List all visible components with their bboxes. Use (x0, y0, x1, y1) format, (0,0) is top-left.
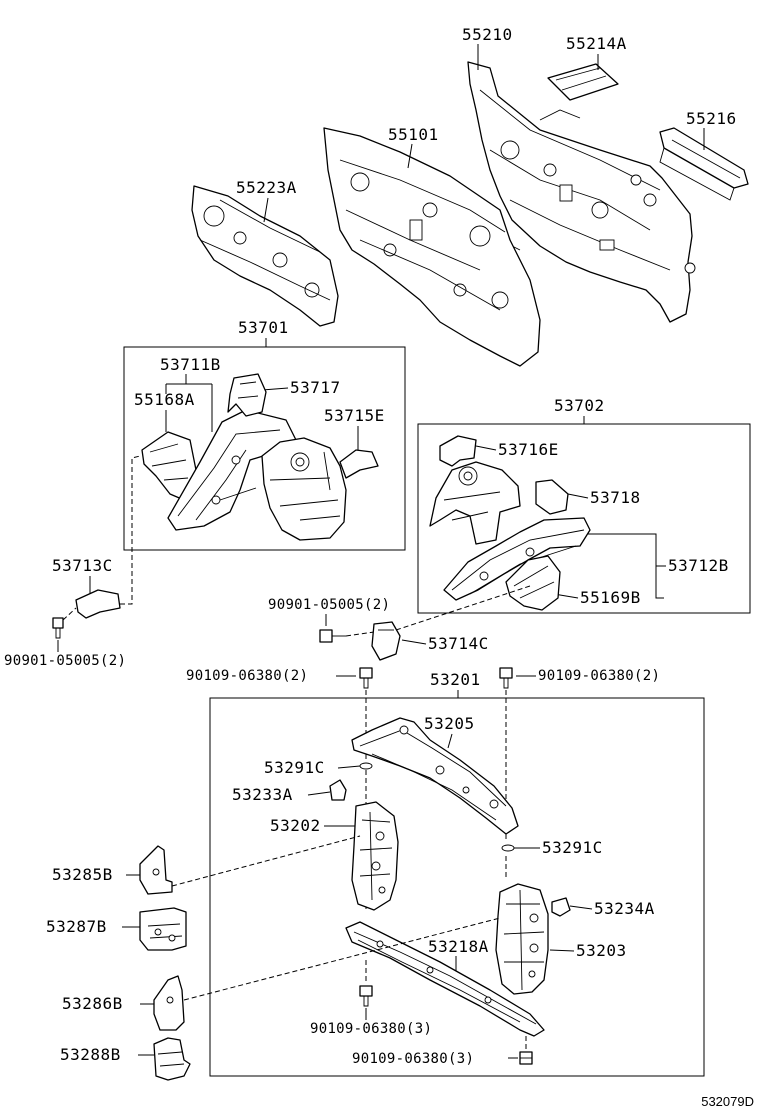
label-53712B: 53712B (668, 556, 729, 575)
apron-reinforcement-55169B[interactable] (505, 555, 561, 611)
label-53291C-a: 53291C (264, 758, 325, 777)
bracket-53713C[interactable] (75, 589, 121, 619)
label-53203: 53203 (576, 941, 627, 960)
side-support-53202[interactable] (351, 801, 399, 911)
label-55223A: 55223A (236, 178, 297, 197)
insulator-pad-55214A[interactable] (547, 63, 619, 101)
bolt-90901-left[interactable] (52, 617, 64, 639)
group-box-53701 (123, 346, 406, 551)
label-53701: 53701 (238, 318, 289, 337)
label-53233A: 53233A (232, 785, 293, 804)
apron-upper-53702[interactable] (429, 461, 521, 545)
label-53286B: 53286B (62, 994, 123, 1013)
diagram-id: 532079D (701, 1094, 754, 1109)
clip-53291C-a[interactable] (359, 762, 373, 770)
label-53717: 53717 (290, 378, 341, 397)
group-box-53201 (209, 697, 705, 1077)
label-53716E: 53716E (498, 440, 559, 459)
bolt-90109-bottom-1[interactable] (359, 985, 373, 1007)
label-55169B: 55169B (580, 588, 641, 607)
label-53288B: 53288B (60, 1045, 121, 1064)
seal-53285B[interactable] (139, 845, 173, 895)
insulator-pad-55216[interactable] (659, 127, 749, 201)
bolt-90109-right[interactable] (499, 667, 513, 689)
label-53291C-b: 53291C (542, 838, 603, 857)
label-90109-right: 90109-06380(2) (538, 668, 660, 684)
side-support-53203[interactable] (495, 883, 549, 995)
seal-53288B[interactable] (153, 1037, 191, 1081)
label-53205: 53205 (424, 714, 475, 733)
label-90901-left: 90901-05005(2) (4, 653, 126, 669)
label-53202: 53202 (270, 816, 321, 835)
bracket-53714C[interactable] (371, 621, 401, 661)
label-90109-bottom-2: 90109-06380(3) (352, 1051, 474, 1067)
label-53201: 53201 (430, 670, 481, 689)
bolt-90901-mid[interactable] (319, 629, 346, 643)
bracket-53718[interactable] (535, 479, 569, 515)
dash-panel-55210[interactable] (467, 61, 696, 323)
bracket-53717[interactable] (227, 373, 267, 417)
label-53714C: 53714C (428, 634, 489, 653)
dash-panel-55101[interactable] (323, 127, 541, 367)
label-55216: 55216 (686, 109, 737, 128)
insulator-55223A[interactable] (191, 185, 339, 327)
label-90109-bottom-1: 90109-06380(3) (310, 1021, 432, 1037)
label-53713C: 53713C (52, 556, 113, 575)
apron-upper-53701[interactable] (261, 437, 347, 541)
group-box-53702 (417, 423, 751, 614)
label-55214A: 55214A (566, 34, 627, 53)
label-53718: 53718 (590, 488, 641, 507)
bracket-53233A[interactable] (329, 779, 347, 801)
apron-member-53711B[interactable] (167, 409, 297, 531)
clip-53291C-b[interactable] (501, 844, 515, 852)
bracket-53234A[interactable] (551, 897, 571, 917)
label-53234A: 53234A (594, 899, 655, 918)
label-55168A: 55168A (134, 390, 195, 409)
label-53711B: 53711B (160, 355, 221, 374)
bolt-90109-bottom-2[interactable] (519, 1051, 533, 1065)
label-90109-left: 90109-06380(2) (186, 668, 308, 684)
label-90901-mid: 90901-05005(2) (268, 597, 390, 613)
label-53287B: 53287B (46, 917, 107, 936)
label-53715E: 53715E (324, 406, 385, 425)
bracket-53716E[interactable] (439, 435, 477, 467)
label-53702: 53702 (554, 396, 605, 415)
label-53285B: 53285B (52, 865, 113, 884)
label-55210: 55210 (462, 25, 513, 44)
bracket-53715E[interactable] (339, 449, 379, 479)
label-53218A: 53218A (428, 937, 489, 956)
label-55101: 55101 (388, 125, 439, 144)
apron-member-53712B[interactable] (443, 517, 591, 601)
bolt-90109-left[interactable] (359, 667, 373, 689)
seal-53286B[interactable] (153, 975, 185, 1031)
lower-support-53218A[interactable] (345, 921, 545, 1037)
seal-53287B[interactable] (139, 907, 187, 951)
upper-support-53205[interactable] (351, 717, 519, 835)
